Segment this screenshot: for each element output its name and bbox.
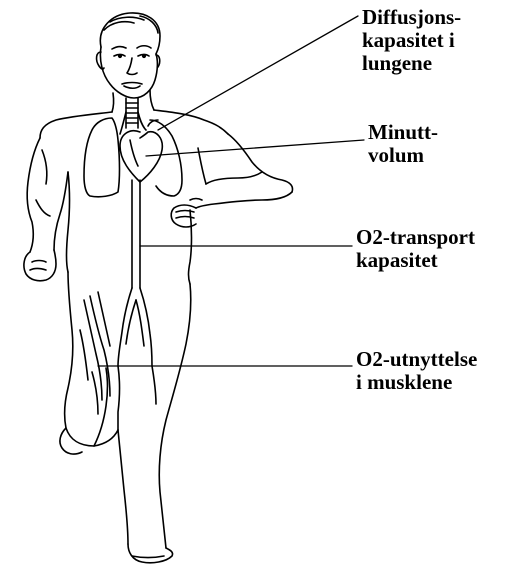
pointer-line-diffusion <box>158 16 358 130</box>
label-line: Diffusjons- <box>362 6 461 29</box>
label-minute-volume: Minutt- volum <box>368 121 438 167</box>
leg-muscle-icon <box>80 292 110 414</box>
pointer-line-minute-volume <box>146 140 364 156</box>
label-o2-transport: O2-transport kapasitet <box>356 226 475 272</box>
head-icon <box>97 13 160 112</box>
label-line: O2-utnyttelse <box>356 348 477 371</box>
label-o2-utilization: O2-utnyttelse i musklene <box>356 348 477 394</box>
label-line: volum <box>368 144 438 167</box>
heart-icon <box>120 120 162 182</box>
label-line: i musklene <box>356 371 477 394</box>
label-line: kapasitet i <box>362 29 461 52</box>
blood-vessel-icon <box>118 180 152 366</box>
right-arm-icon <box>171 134 292 227</box>
label-line: Minutt- <box>368 121 438 144</box>
label-diffusion-capacity: Diffusjons- kapasitet i lungene <box>362 6 461 75</box>
pointer-lines <box>98 16 364 366</box>
left-arm-icon <box>24 138 68 281</box>
label-line: O2-transport <box>356 226 475 249</box>
trachea-icon <box>126 98 138 128</box>
label-line: kapasitet <box>356 249 475 272</box>
label-line: lungene <box>362 52 461 75</box>
torso-icon <box>40 110 228 284</box>
